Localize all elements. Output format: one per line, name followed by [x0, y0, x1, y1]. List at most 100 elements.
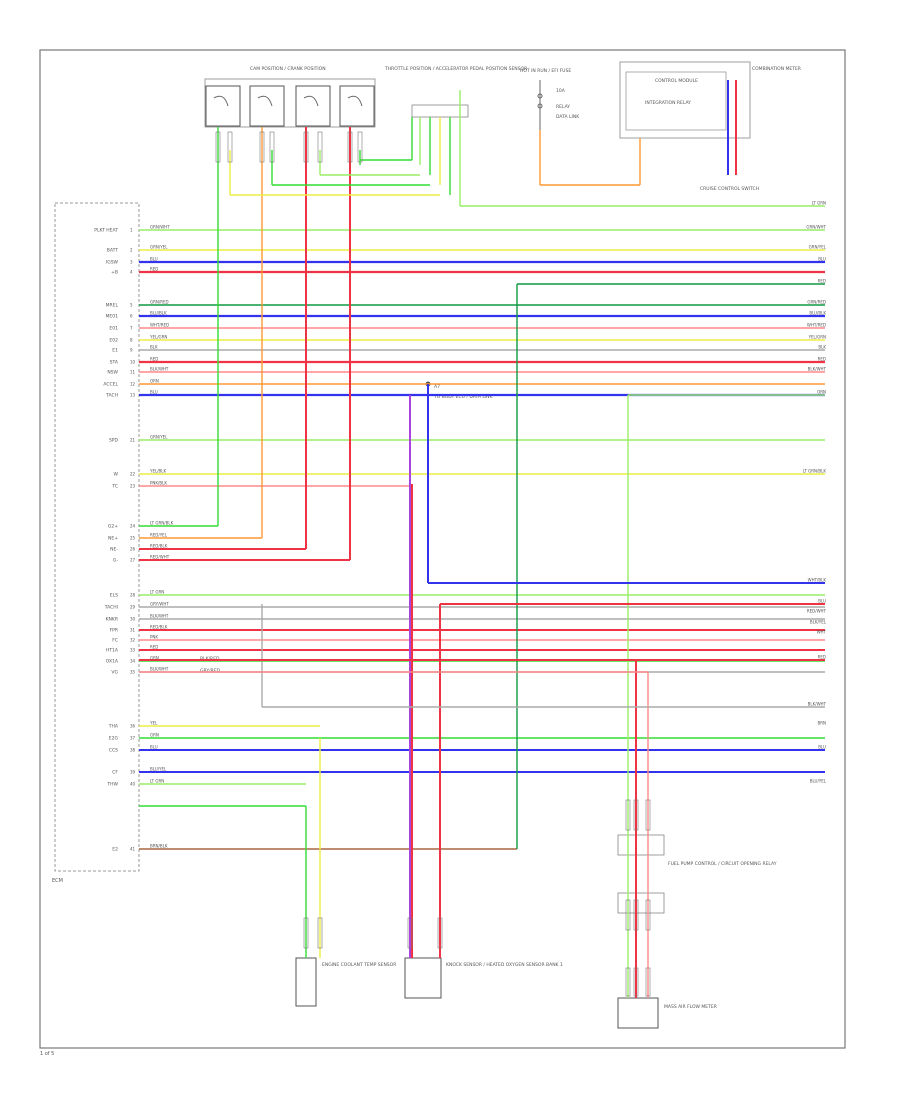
fuse-note-1: 10A: [556, 88, 566, 94]
ecm-pin-label: BATT: [107, 248, 118, 254]
ecm-pin-label: +B: [111, 270, 118, 276]
ecm-pin-number: 31: [130, 628, 136, 633]
ecm-pin-label: TC: [111, 484, 118, 490]
bottom-mid-component: KNOCK SENSOR / HEATED OXYGEN SENSOR BANK…: [404, 957, 563, 999]
sensor-2-connector: [249, 85, 285, 127]
ecm-pin-label: IGSW: [106, 260, 119, 266]
right-color-code: BLK: [818, 345, 826, 350]
ecm-pin-label: VG: [111, 670, 118, 676]
ecm-pin-number: 28: [130, 593, 136, 598]
wire-color-code: GRN: [150, 733, 159, 738]
module-box-sub: INTEGRATION RELAY: [645, 100, 691, 106]
wire-color-code: GRN/YEL: [150, 245, 168, 250]
right-color-code: BLU: [818, 257, 826, 262]
ecm-pin-label: E1: [112, 348, 118, 354]
throttle-group-label: THROTTLE POSITION / ACCELERATOR PEDAL PO…: [384, 66, 527, 72]
wire-color-code: ORN: [150, 379, 159, 384]
throttle-sensor-group: THROTTLE POSITION / ACCELERATOR PEDAL PO…: [384, 66, 527, 118]
wire-color-code: BLK/WHT: [150, 614, 169, 619]
ecm-pin-number: 37: [130, 736, 136, 741]
right-color-code: GRN/YEL: [809, 245, 827, 250]
page-ref: 1 of 5: [40, 1051, 54, 1057]
wire-color-code: BLU: [150, 390, 158, 395]
splice-label: A7: [434, 384, 440, 390]
ecm-pin-number: 26: [130, 547, 136, 552]
wire-color-code: RED/YEL: [150, 533, 168, 538]
control-module: CONTROL MODULE INTEGRATION RELAY COMBINA…: [619, 61, 801, 192]
wire-color-code: LT GRN: [150, 779, 164, 784]
connector-pin: [645, 967, 651, 997]
bottom-mid-label: KNOCK SENSOR / HEATED OXYGEN SENSOR BANK…: [446, 962, 563, 968]
wire-color-code: YEL/BLK: [149, 469, 167, 474]
ecm-pin-number: 8: [130, 338, 133, 343]
ecm-pin-label: NE-: [110, 547, 118, 553]
wire-color-code: PNK: [150, 635, 158, 640]
ecm-pin-number: 21: [130, 438, 136, 443]
wire-color-code: BLK: [150, 345, 158, 350]
ecm-pin-number: 32: [130, 638, 136, 643]
right-color-code: BRN: [817, 721, 826, 726]
wire-color-code: RED/BLK: [150, 544, 168, 549]
wire-color-code: RED: [150, 357, 158, 362]
sensor-group: CAM POSITION / CRANK POSITION: [204, 66, 376, 128]
right-color-code: RED: [818, 655, 826, 660]
ecm-pin-label: HT1A: [106, 648, 119, 654]
ecm-pin-number: 39: [130, 770, 136, 775]
ecm-pin-label: ELS: [110, 593, 118, 599]
wire-color-code: WHT/RED: [150, 323, 169, 328]
connector-pin: [269, 131, 275, 163]
connector-pin: [357, 131, 363, 163]
right-color-code: LT GRN: [812, 201, 826, 206]
connector-pin: [407, 917, 413, 949]
module-bottom-label: CRUISE CONTROL SWITCH: [700, 186, 759, 192]
ecm-pin-label: NSW: [107, 370, 118, 376]
fuse-note-2: RELAY: [556, 104, 570, 110]
ecm-pin-number: 40: [130, 782, 136, 787]
ecm-pin-label: SPD: [109, 438, 119, 444]
wire-color-code: YEL/GRN: [149, 335, 167, 340]
bottom-left-component: ENGINE COOLANT TEMP SENSOR: [295, 957, 396, 1007]
wire-color-code: LT GRN: [150, 590, 164, 595]
connector-pin: [317, 917, 323, 949]
ecm-pin-label: OX1A: [106, 659, 119, 665]
wire-color-code: LT GRN/BLK: [150, 521, 174, 526]
ecm-pin-label: E2G: [109, 736, 119, 742]
wire-color-code: GRY/WHT: [150, 602, 169, 607]
ecm-pin-label: CF: [112, 770, 118, 776]
ecm-pin-label: NE+: [108, 536, 118, 542]
right-color-code: BLU: [818, 745, 826, 750]
ecm-pin-label: G-: [113, 558, 118, 564]
ecm-pin-number: 13: [130, 393, 136, 398]
right-color-code: BLK/WHT: [808, 367, 827, 372]
ecm-pin-number: 4: [130, 270, 133, 275]
connector-pin: [633, 899, 639, 931]
connector-pin: [303, 917, 309, 949]
ecm-pin-number: 2: [130, 248, 133, 253]
ecm-pin-number: 23: [130, 484, 136, 489]
ecm-pin-label: W: [114, 472, 119, 478]
right-color-code: WHT: [817, 630, 827, 635]
ecm-pin-label: PLKT HEAT: [94, 228, 118, 234]
right-color-code: BLK/WHT: [808, 702, 827, 707]
fuse-note-3: DATA LINK: [556, 114, 580, 120]
ecm-pin-number: 38: [130, 748, 136, 753]
wire-color-code: RED: [150, 267, 158, 272]
connector-pin: [227, 131, 233, 163]
right-color-code: GRN/WHT: [806, 225, 826, 230]
module-box-label: CONTROL MODULE: [655, 78, 698, 84]
ecm-pin-label: MREL: [106, 303, 119, 309]
ecm-pin-label: E02: [109, 338, 118, 344]
ecm-pin-number: 34: [130, 659, 136, 664]
connector-pin: [625, 967, 631, 997]
wire-color-code: BLU: [150, 257, 158, 262]
wire-note-2: GRY/RED: [200, 668, 221, 674]
splice-note: TO BODY ECU / DATA LINK: [433, 394, 494, 400]
right-color-code: YEL/GRN: [808, 335, 826, 340]
ecm-pin-label: G2+: [108, 524, 118, 530]
ecm-pin-number: 6: [130, 314, 133, 319]
module-right-label: COMBINATION METER: [752, 66, 801, 72]
ecm-pin-label: ACCEL: [103, 382, 118, 388]
ecm-pin-number: 30: [130, 617, 136, 622]
